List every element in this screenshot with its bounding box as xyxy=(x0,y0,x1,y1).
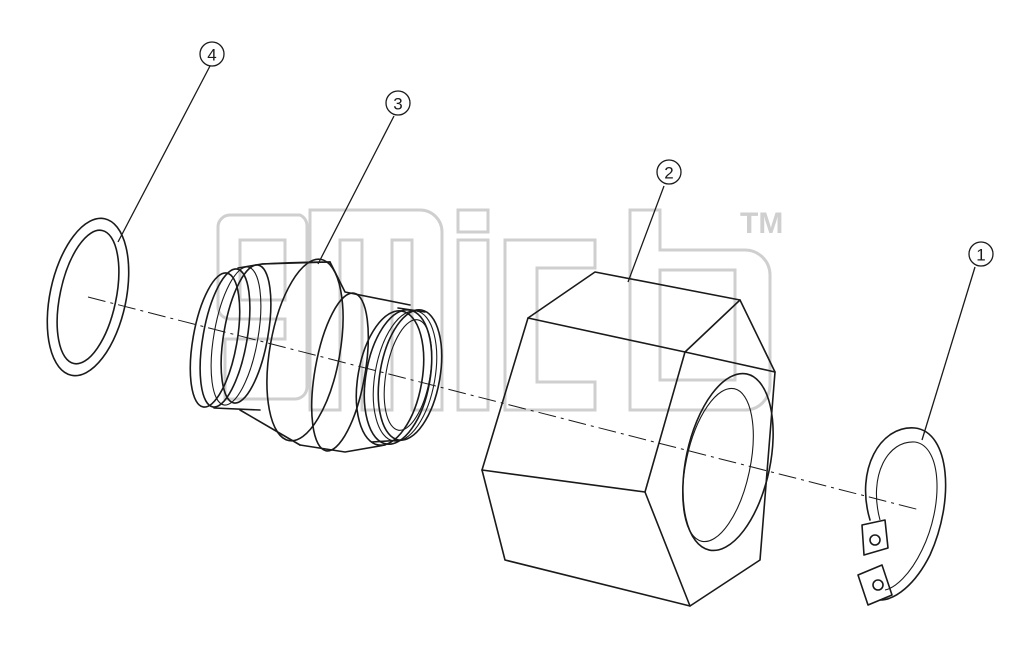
center-axis-line xyxy=(87,296,921,511)
part-4-washer xyxy=(46,217,130,377)
callout-balloon-1: 1 xyxy=(968,241,994,267)
callout-label-1: 1 xyxy=(976,246,985,265)
part-2-hex-nut xyxy=(481,271,776,607)
leader-line-3 xyxy=(317,115,395,265)
leader-line-2 xyxy=(627,185,665,283)
watermark-logo: TM xyxy=(216,207,783,412)
callout-balloon-4: 4 xyxy=(199,41,225,67)
leader-line-4 xyxy=(117,65,211,243)
callout-balloon-3: 3 xyxy=(385,90,411,116)
callout-label-2: 2 xyxy=(664,164,673,183)
callout-balloon-2: 2 xyxy=(656,159,682,185)
callout-label-4: 4 xyxy=(207,46,216,65)
watermark-tm: TM xyxy=(740,207,783,240)
part-1-snap-ring xyxy=(857,427,947,606)
callout-label-3: 3 xyxy=(393,95,402,114)
leader-line-1 xyxy=(921,266,976,441)
